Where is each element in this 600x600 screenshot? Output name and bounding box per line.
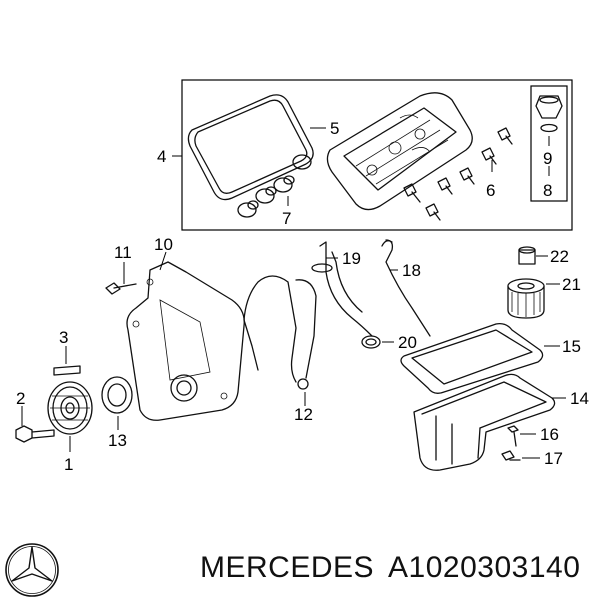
valve-cover-bolts <box>403 127 513 221</box>
oil-filter <box>507 278 545 319</box>
crankshaft-pulley <box>47 381 93 435</box>
mercedes-star-icon <box>5 543 59 597</box>
valve-cover <box>326 92 473 211</box>
filter-cap-22 <box>518 246 536 265</box>
callout-22: 22 <box>550 247 569 266</box>
callout-17: 17 <box>544 449 563 468</box>
callout-3: 3 <box>59 328 68 347</box>
timing-cover-gasket <box>243 275 317 390</box>
oil-filler-cap <box>535 95 563 133</box>
timing-cover <box>126 261 245 421</box>
callout-2: 2 <box>16 389 25 408</box>
seal-3 <box>53 365 81 376</box>
callout-13: 13 <box>108 431 127 450</box>
tube-seals <box>237 154 312 218</box>
callout-1: 1 <box>64 455 73 474</box>
callout-14: 14 <box>570 389 589 408</box>
callout-21: 21 <box>562 275 581 294</box>
callout-8: 8 <box>543 181 552 200</box>
callout-6: 6 <box>486 181 495 200</box>
callout-18: 18 <box>402 261 421 280</box>
callout-9: 9 <box>543 149 552 168</box>
callout-7: 7 <box>282 209 291 228</box>
valve-cover-group-box <box>181 79 573 231</box>
callout-11: 11 <box>114 243 132 262</box>
brand-name: MERCEDES <box>200 551 375 584</box>
callout-19: 19 <box>342 249 361 268</box>
o-ring-20 <box>361 335 381 349</box>
valve-cover-gasket <box>187 94 314 201</box>
dipstick-tube <box>311 241 373 337</box>
callout-5: 5 <box>330 119 339 138</box>
part-number: A1020303140 <box>388 551 581 584</box>
callout-16: 16 <box>540 425 559 444</box>
footer-caption: MERCEDES A1020303140 <box>200 551 594 585</box>
drain-bolts <box>501 425 521 461</box>
oil-pan <box>413 373 556 471</box>
pulley-bolt <box>15 425 55 443</box>
leader-lines <box>21 127 566 459</box>
callout-4: 4 <box>157 147 166 166</box>
callout-12: 12 <box>294 405 313 424</box>
bolt-11 <box>105 282 137 295</box>
front-crank-seal <box>101 376 133 414</box>
oil-pan-gasket <box>400 322 544 394</box>
callout-10: 10 <box>154 235 173 254</box>
callout-20: 20 <box>398 333 417 352</box>
callout-labels: 1 2 3 4 5 6 7 8 9 10 11 12 13 14 15 16 1… <box>16 119 589 474</box>
dipstick <box>381 239 431 337</box>
callout-15: 15 <box>562 337 581 356</box>
oil-cap-group-box <box>530 85 568 202</box>
